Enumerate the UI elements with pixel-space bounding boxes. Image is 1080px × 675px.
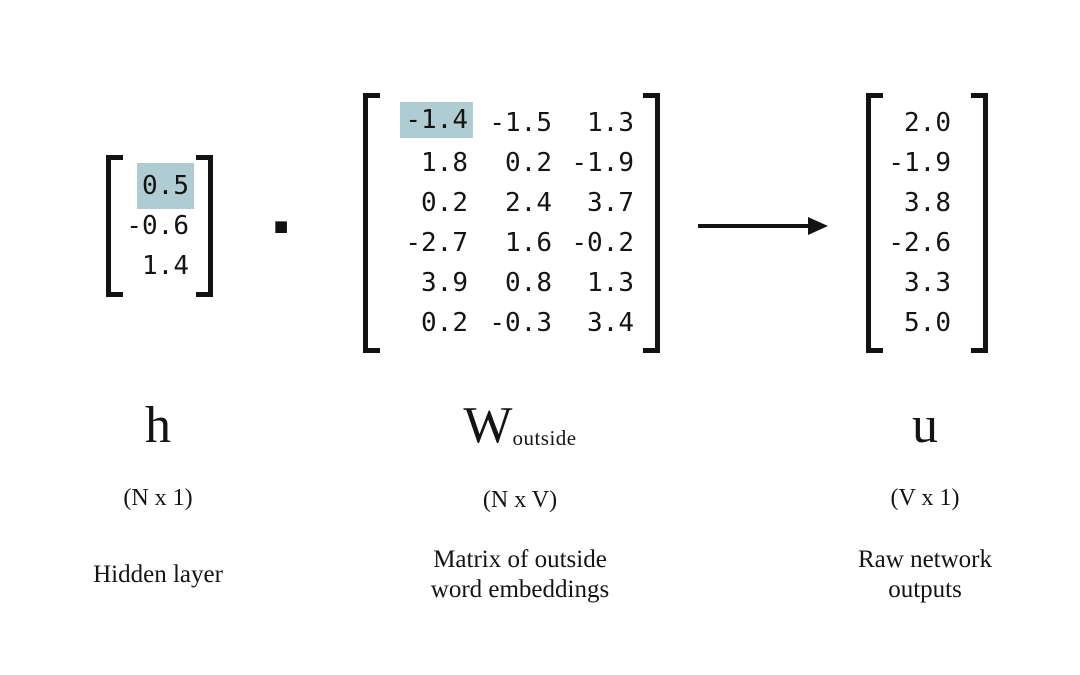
arrow-shaft xyxy=(698,224,810,228)
u-dimensions: (V x 1) xyxy=(890,485,960,511)
matrix-cell: 0.2 xyxy=(505,148,552,178)
u-vector-row: -2.6 xyxy=(888,223,951,263)
w-outside-matrix: -1.4 -1.5 1.3 1.8 0.2 -1.9 0.2 2.4 3.7 -… xyxy=(363,93,660,353)
h-value: -0.6 xyxy=(126,211,189,241)
u-caption: Raw network outputs xyxy=(800,545,1050,605)
u-vector: 2.0 -1.9 3.8 -2.6 3.3 5.0 xyxy=(866,93,988,353)
w-matrix-values: -1.4 -1.5 1.3 1.8 0.2 -1.9 0.2 2.4 3.7 -… xyxy=(382,93,634,353)
matrix-row: 0.2 2.4 3.7 xyxy=(382,183,634,223)
u-value: 3.3 xyxy=(904,268,951,298)
u-vector-row: 3.8 xyxy=(889,183,951,223)
matrix-row: 3.9 0.8 1.3 xyxy=(382,263,634,303)
h-value: 1.4 xyxy=(142,251,189,281)
w-symbol-subscript: outside xyxy=(512,426,577,450)
w-symbol: Woutside xyxy=(390,398,650,463)
w-caption: Matrix of outside word embeddings xyxy=(370,545,670,605)
h-vector-row: -0.6 xyxy=(126,206,189,246)
u-value: 2.0 xyxy=(904,108,951,138)
u-vector-values: 2.0 -1.9 3.8 -2.6 3.3 5.0 xyxy=(888,93,951,353)
left-bracket-icon xyxy=(363,93,380,353)
matrix-cell-highlighted: -1.4 xyxy=(400,102,473,138)
u-value: 3.8 xyxy=(904,188,951,218)
matrix-row: 0.2 -0.3 3.4 xyxy=(382,303,634,343)
left-bracket-icon xyxy=(866,93,883,353)
matrix-cell: 0.2 xyxy=(421,188,468,218)
h-vector: 0.5 -0.6 1.4 xyxy=(106,155,213,297)
h-dimensions: (N x 1) xyxy=(123,485,193,511)
matrix-cell: 1.3 xyxy=(587,268,634,298)
matrix-cell: -1.9 xyxy=(571,148,634,178)
h-caption: Hidden layer xyxy=(93,561,223,588)
right-bracket-icon xyxy=(643,93,660,353)
matrix-cell: -1.5 xyxy=(489,108,552,138)
u-symbol: u xyxy=(912,397,938,454)
h-vector-values: 0.5 -0.6 1.4 xyxy=(126,155,194,297)
u-vector-row: 2.0 xyxy=(889,103,951,143)
matrix-cell: -2.7 xyxy=(405,228,468,258)
multiplication-dot-icon: ▪ xyxy=(271,208,291,243)
u-value: -2.6 xyxy=(888,228,951,258)
u-value: -1.9 xyxy=(888,148,951,178)
matrix-cell: 1.6 xyxy=(505,228,552,258)
h-vector-row: 1.4 xyxy=(129,246,189,286)
matrix-row: -2.7 1.6 -0.2 xyxy=(382,223,634,263)
w-caption-line2: word embeddings xyxy=(430,576,610,603)
matrix-cell: 0.2 xyxy=(421,308,468,338)
w-dimensions: (N x V) xyxy=(482,487,558,513)
u-value: 5.0 xyxy=(904,308,951,338)
matrix-cell: 3.9 xyxy=(421,268,468,298)
u-caption-line1: Raw network xyxy=(858,546,992,573)
h-value-highlighted: 0.5 xyxy=(137,163,194,209)
u-vector-row: -1.9 xyxy=(888,143,951,183)
h-vector-row: 0.5 xyxy=(129,163,194,209)
u-vector-row: 5.0 xyxy=(889,303,951,343)
h-symbol: h xyxy=(145,397,171,454)
matrix-cell: 3.4 xyxy=(587,308,634,338)
matrix-cell: 1.8 xyxy=(421,148,468,178)
matrix-cell: 2.4 xyxy=(505,188,552,218)
matrix-cell: 3.7 xyxy=(587,188,634,218)
u-vector-row: 3.3 xyxy=(889,263,951,303)
w-caption-line1: Matrix of outside xyxy=(433,546,607,573)
arrow-head xyxy=(808,217,828,235)
u-caption-line2: outputs xyxy=(888,576,962,603)
right-bracket-icon xyxy=(971,93,988,353)
matrix-row: -1.4 -1.5 1.3 xyxy=(382,102,634,143)
matrix-row: 1.8 0.2 -1.9 xyxy=(382,143,634,183)
matrix-cell: 1.3 xyxy=(587,108,634,138)
right-arrow-icon xyxy=(698,217,828,235)
matrix-cell: 0.8 xyxy=(505,268,552,298)
left-bracket-icon xyxy=(106,155,123,297)
matrix-cell: -0.3 xyxy=(489,308,552,338)
right-bracket-icon xyxy=(196,155,213,297)
w-symbol-letter: W xyxy=(463,397,513,454)
matrix-cell: -0.2 xyxy=(571,228,634,258)
